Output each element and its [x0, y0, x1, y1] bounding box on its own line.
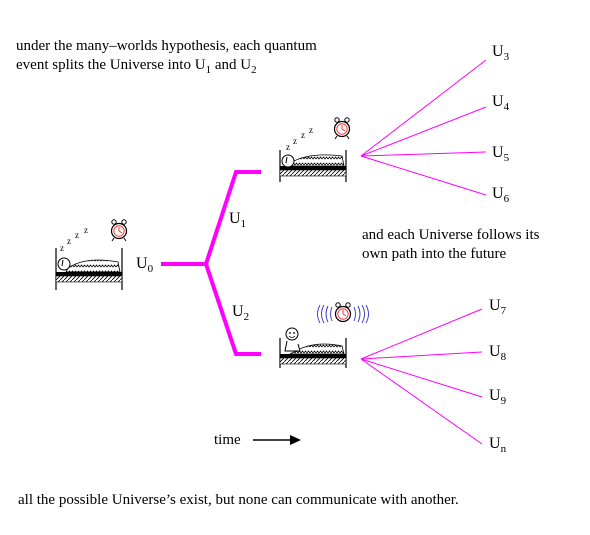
awake-person-icon — [284, 327, 301, 352]
svg-text:z: z — [309, 125, 313, 135]
footer-text: all the possible Universe’s exist, but n… — [18, 492, 459, 508]
intro-line-2-text: event splits the Universe into U — [16, 57, 206, 73]
svg-text:z: z — [301, 130, 305, 140]
label-u1: U1 — [229, 210, 247, 230]
primary-branch — [161, 170, 261, 356]
svg-text:z: z — [75, 230, 79, 240]
fan-line-u9 — [360, 358, 483, 398]
ring-waves — [317, 304, 369, 324]
intro-sub-2: 2 — [251, 64, 257, 76]
branch-u2 — [203, 261, 261, 356]
fan-upper — [360, 59, 487, 196]
time-label: time — [214, 432, 241, 448]
sleeper-head-u0 — [57, 257, 71, 271]
time-arrow — [253, 435, 301, 445]
label-u5: U5 — [492, 144, 510, 164]
alarm-clock-icon-u1 — [333, 117, 351, 140]
intro-line-1: under the many–worlds hypothesis, each q… — [16, 38, 317, 54]
intro-line-2: event splits the Universe into U1 and U2 — [16, 56, 257, 79]
label-u9: U9 — [489, 387, 507, 407]
label-u8: U8 — [489, 343, 507, 363]
sleeper-head-u1 — [281, 154, 295, 168]
label-un: Un — [489, 435, 507, 455]
svg-text:z: z — [286, 142, 290, 152]
fan-line-u4 — [360, 106, 487, 157]
svg-text:z: z — [67, 236, 71, 246]
bed-u1 — [279, 150, 347, 182]
label-u7: U7 — [489, 297, 507, 317]
fan-line-u7 — [360, 308, 483, 360]
svg-text:z: z — [84, 225, 88, 235]
middle-note-line-2: own path into the future — [362, 246, 507, 262]
fan-line-un — [360, 358, 483, 445]
fan-lower — [360, 308, 483, 445]
label-u2: U2 — [232, 303, 250, 323]
ringing-alarm-clock-icon — [317, 302, 369, 324]
bed-u0 — [55, 248, 123, 290]
fan-line-u8 — [360, 351, 483, 360]
label-u0: U0 — [136, 255, 154, 275]
fan-line-u6 — [360, 155, 487, 196]
fan-line-u3 — [360, 59, 487, 157]
alarm-clock-icon-u0 — [110, 219, 128, 242]
intro-and: and U — [211, 57, 252, 73]
middle-note-line-1: and each Universe follows its — [362, 227, 540, 243]
branch-u1 — [203, 170, 261, 267]
svg-text:z: z — [60, 243, 64, 253]
svg-text:z: z — [293, 136, 297, 146]
bed-u2 — [279, 338, 347, 368]
label-u4: U4 — [492, 93, 510, 113]
label-u6: U6 — [492, 185, 510, 205]
intro-sub-1: 1 — [205, 64, 212, 76]
label-u3: U3 — [492, 43, 510, 63]
fan-line-u5 — [360, 151, 487, 157]
